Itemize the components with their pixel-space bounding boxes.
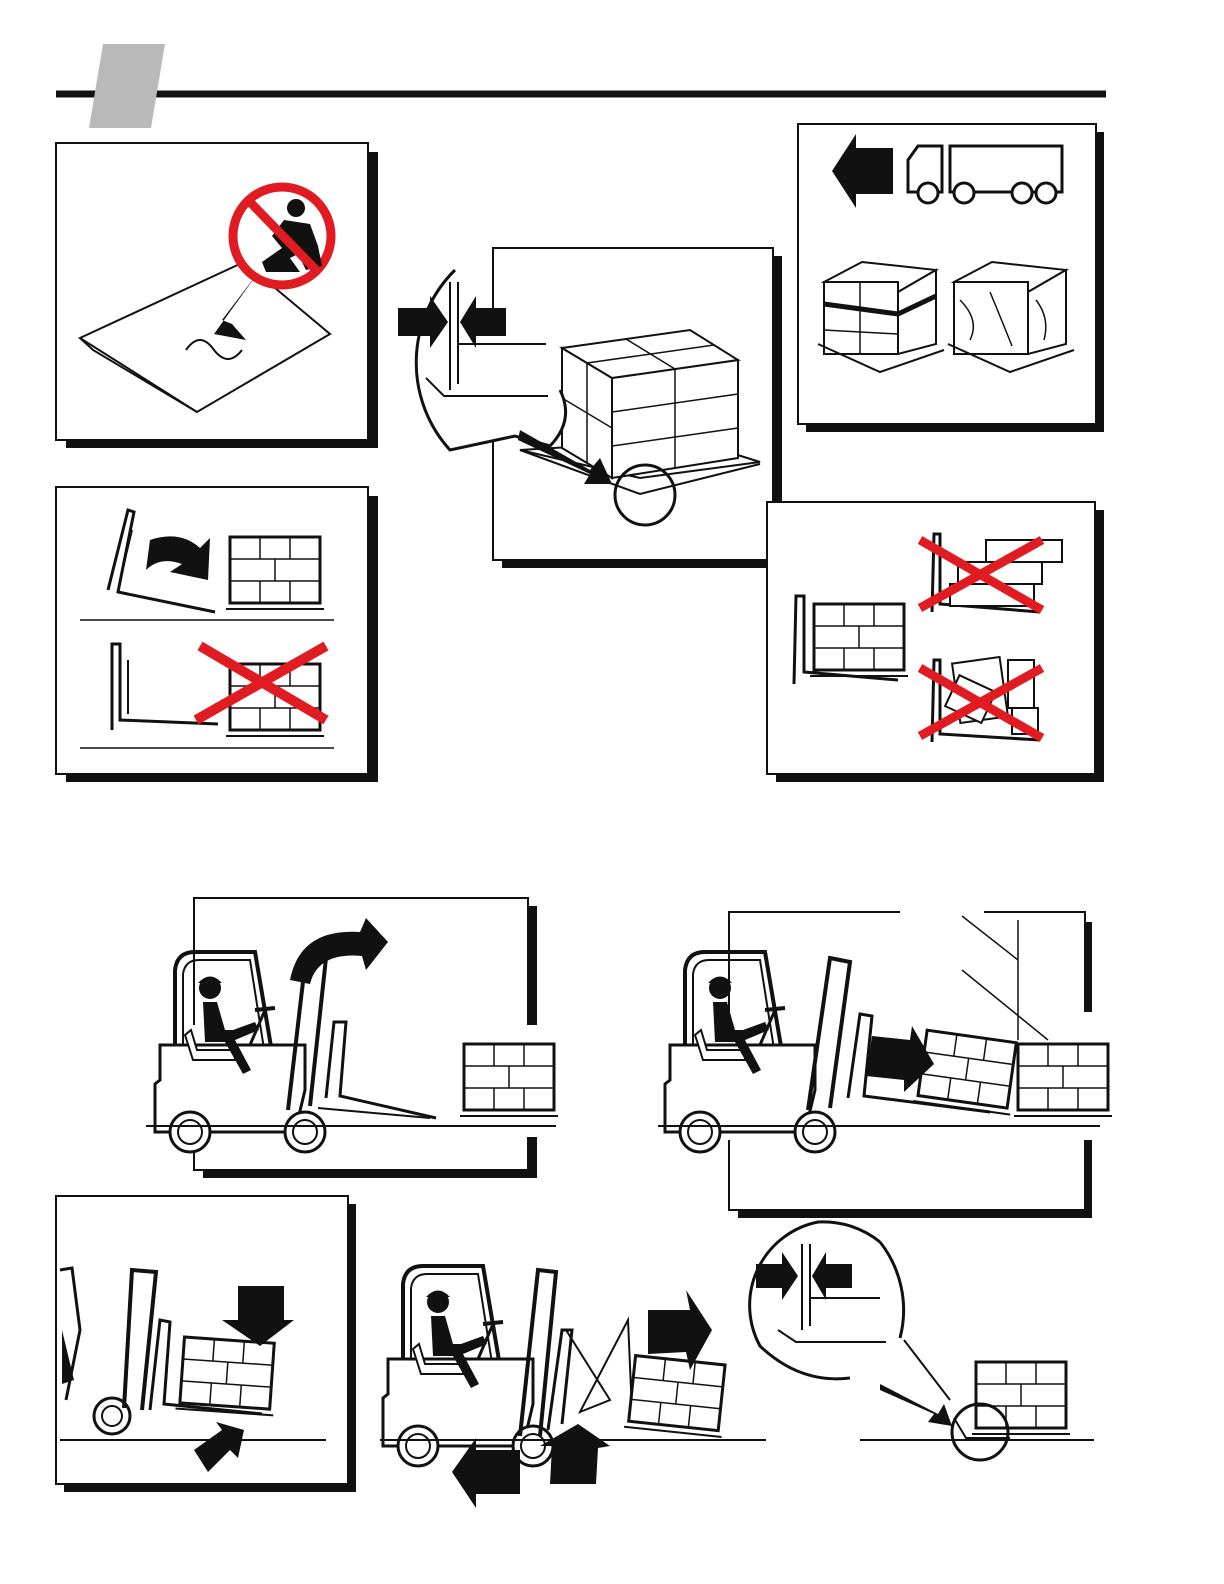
stable-load <box>810 604 908 676</box>
no-riding-icon <box>233 187 331 285</box>
fork-gap-magnifier <box>750 1222 952 1426</box>
panel-truck-pallets <box>798 124 1104 432</box>
panel-fork-gap-detail <box>750 1222 1094 1460</box>
section-tab <box>89 44 165 128</box>
panel-lower-load <box>56 1196 356 1492</box>
section-header <box>56 44 1106 128</box>
panel-forklift-tilt <box>140 898 560 1178</box>
panel-fork-pallet <box>398 248 782 568</box>
panel-stable-load <box>767 502 1104 782</box>
panel-forklift-reverse <box>380 1266 766 1508</box>
panel-forklift-push <box>655 905 1112 1218</box>
pallet-stack <box>972 1362 1070 1434</box>
panel-tilt-forks <box>56 487 378 782</box>
panel-no-riding <box>56 143 378 448</box>
left-arrow <box>452 1438 520 1508</box>
